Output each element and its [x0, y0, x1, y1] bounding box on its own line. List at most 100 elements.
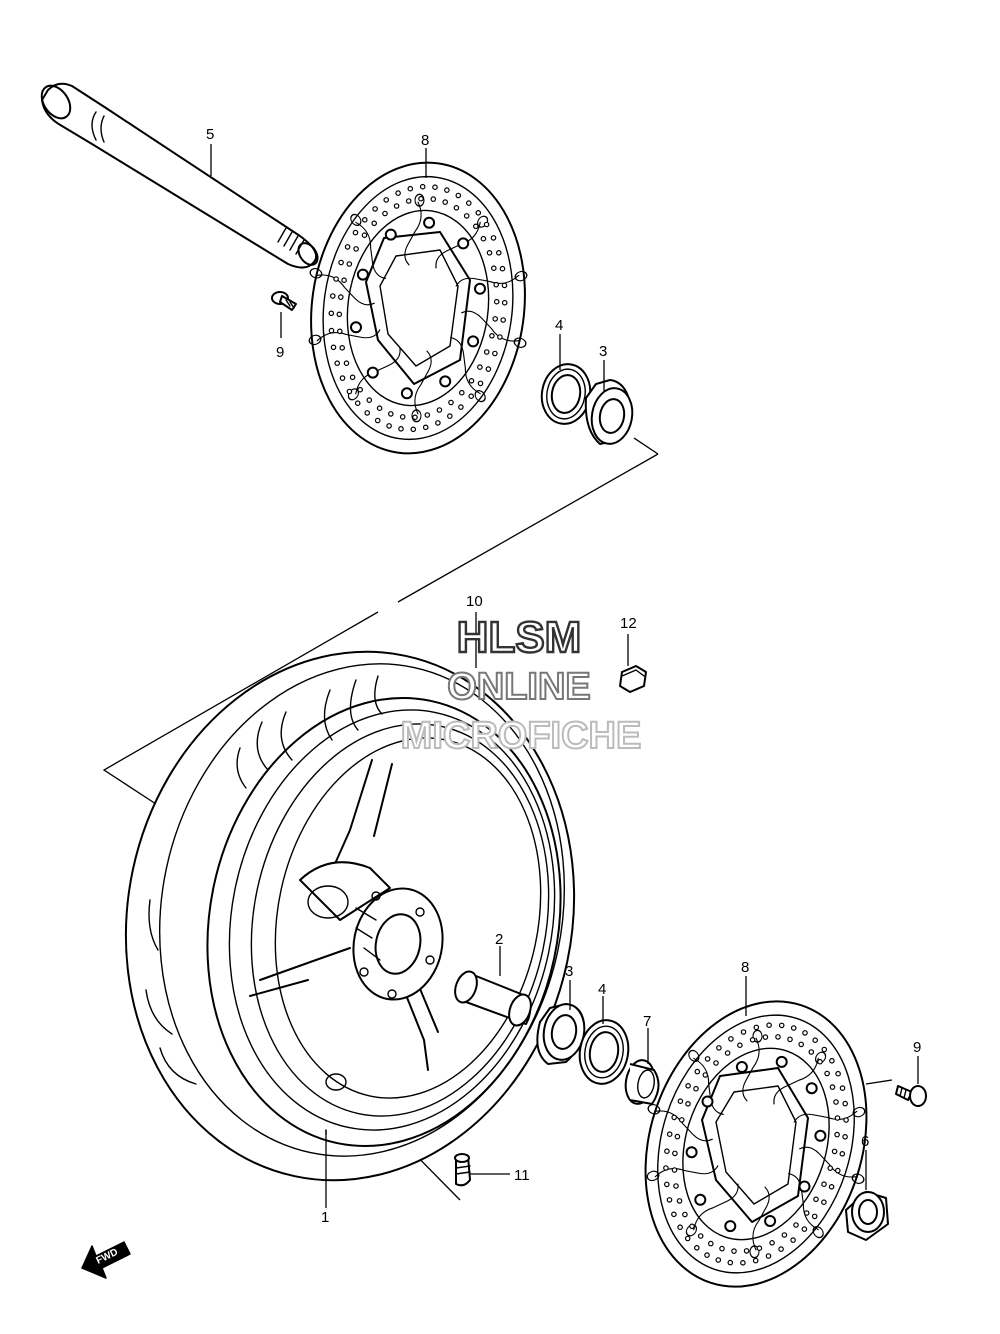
disc-drill-hole [493, 281, 500, 288]
disc-drill-hole [775, 1034, 781, 1040]
disc-drill-hole [762, 1034, 769, 1040]
disc-carrier-bolt [701, 1095, 714, 1108]
disc-drill-hole [336, 328, 343, 335]
disc-drill-hole [328, 327, 335, 334]
disc-carrier-bolt [474, 282, 486, 295]
disc-drill-hole [468, 377, 475, 384]
disc-drill-hole [834, 1131, 840, 1138]
disc-drill-hole [769, 1240, 775, 1246]
disc-drill-hole [694, 1068, 701, 1075]
disc-drill-hole [704, 1252, 710, 1258]
disc-drill-hole [436, 407, 443, 413]
disc-drill-hole [432, 184, 438, 191]
disc-drill-hole [663, 1165, 669, 1171]
callout-10: 10 [466, 593, 483, 610]
disc-drill-hole [490, 235, 497, 241]
tire-valve [454, 1153, 471, 1187]
disc-drill-hole [458, 389, 465, 396]
fwd-arrow-icon: FWD [81, 1241, 131, 1279]
disc-carrier-bolt [467, 335, 480, 348]
disc-drill-hole [808, 1049, 815, 1055]
disc-carrier-bolt [439, 375, 452, 388]
disc-drill-hole [685, 1083, 691, 1089]
disc-carrier-bolt [350, 321, 362, 334]
disc-drill-hole [398, 425, 404, 432]
disc-drill-hole [490, 265, 497, 272]
disc-drill-hole [336, 311, 343, 318]
disc-drill-hole [376, 405, 383, 412]
leader-lines [210, 144, 919, 1208]
disc-drill-hole [716, 1045, 722, 1051]
disc-drill-hole [393, 203, 400, 209]
disc-drill-hole [834, 1167, 841, 1174]
disc-drill-hole [458, 404, 464, 410]
disc-drill-hole [412, 414, 418, 421]
disc-drill-hole [663, 1181, 670, 1188]
disc-drill-hole [480, 235, 487, 242]
disc-drill-hole [337, 294, 344, 300]
disc-drill-hole [493, 298, 500, 305]
disc-drill-hole [727, 1259, 734, 1266]
disc-drill-hole [685, 1101, 691, 1107]
callout-4-bottom: 4 [598, 981, 606, 998]
callout-8-bottom: 8 [741, 959, 749, 976]
disc-drill-hole [787, 1036, 793, 1043]
disc-drill-hole [407, 185, 414, 192]
disc-drill-hole [468, 393, 475, 400]
callout-11: 11 [514, 1167, 530, 1184]
disc-drill-hole [677, 1224, 683, 1231]
disc-drill-hole [753, 1024, 760, 1031]
callout-8-top: 8 [421, 132, 429, 149]
disc-drill-hole [477, 380, 484, 387]
disc-drill-hole [790, 1025, 797, 1031]
disc-drill-hole [821, 1181, 827, 1188]
disc-carrier-bolt [423, 216, 436, 229]
disc-drill-hole [790, 1237, 796, 1243]
callout-9-bottom: 9 [913, 1039, 921, 1056]
disc-drill-hole [361, 217, 368, 223]
disc-drill-hole [839, 1085, 846, 1091]
brake-disc-bottom [643, 1000, 869, 1288]
disc-drill-hole [334, 360, 341, 367]
watermark-line-1: HLSM [457, 613, 582, 662]
disc-drill-hole [444, 187, 450, 193]
callout-9-top: 9 [276, 344, 284, 361]
callout-2: 2 [495, 931, 503, 948]
disc-drill-hole [737, 1042, 743, 1049]
disc-drill-hole [740, 1029, 747, 1035]
disc-drill-hole [453, 205, 460, 211]
callout-labels: 5 8 9 4 3 10 12 2 3 4 7 8 9 6 1 11 [206, 126, 921, 1226]
callout-1: 1 [321, 1209, 329, 1226]
disc-drill-hole [749, 1037, 756, 1043]
disc-drill-hole [333, 276, 339, 282]
disc-carrier-bolt [457, 237, 470, 250]
disc-drill-hole [435, 420, 441, 426]
disc-drill-hole [756, 1245, 763, 1252]
disc-drill-hole [842, 1100, 849, 1107]
disc-drill-hole [430, 196, 437, 202]
disc-carrier-bolt [724, 1220, 737, 1233]
disc-drill-hole [485, 366, 492, 372]
disc-drill-hole [419, 183, 426, 190]
disc-drill-hole [418, 195, 424, 202]
disc-drill-hole [743, 1248, 750, 1254]
disc-drill-hole [798, 1041, 805, 1048]
callout-3-bottom: 3 [565, 963, 573, 980]
axle-collar [845, 1191, 889, 1241]
disc-drill-hole [472, 223, 479, 230]
disc-drill-hole [839, 1151, 846, 1157]
disc-drill-hole [395, 190, 401, 196]
disc-drill-hole [664, 1148, 670, 1155]
disc-drill-hole [330, 344, 337, 351]
disc-drill-hole [829, 1058, 835, 1064]
disc-drill-hole [821, 1199, 827, 1206]
disc-carrier-bolt [735, 1061, 748, 1073]
disc-drill-hole [704, 1056, 711, 1062]
oil-seal-bottom [578, 1019, 630, 1085]
disc-drill-hole [344, 244, 351, 250]
disc-drill-hole [697, 1233, 704, 1239]
disc-drill-hole [341, 277, 347, 284]
disc-drill-hole [501, 299, 508, 306]
disc-drill-hole [475, 210, 482, 216]
